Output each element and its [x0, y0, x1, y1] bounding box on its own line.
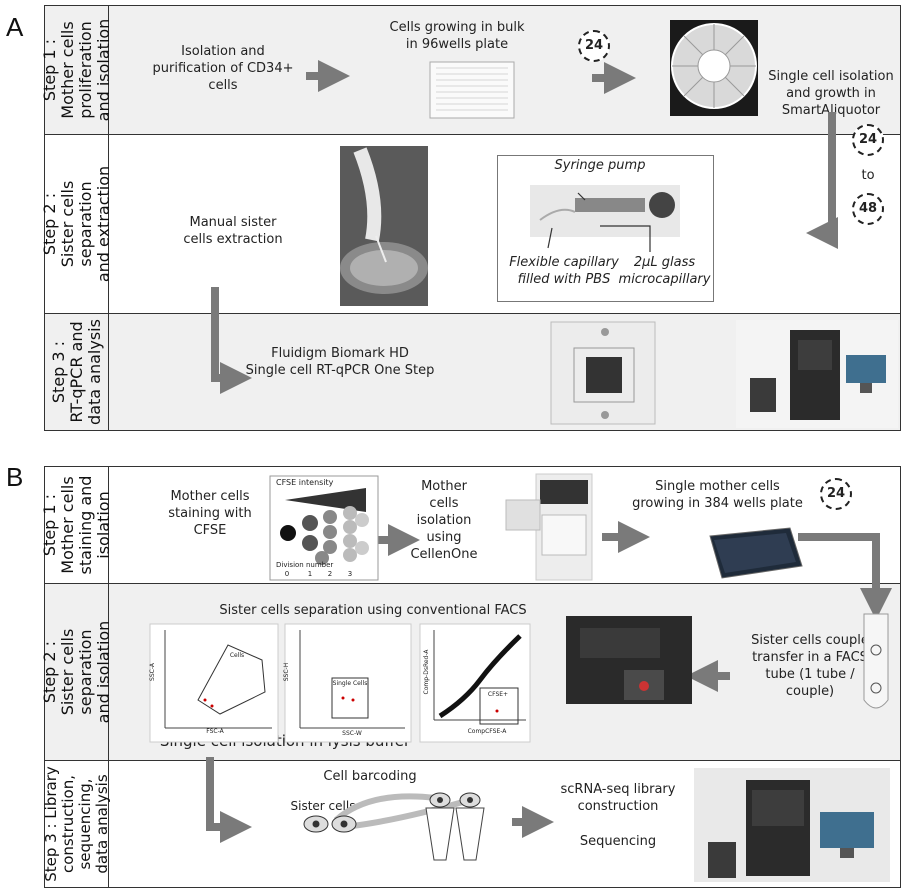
- well-plate-96-image: [429, 61, 515, 119]
- plot3-gate-label: CFSE+: [487, 691, 509, 698]
- plot2-gate-label: Single Cells: [332, 680, 368, 687]
- clock-24h-icon: 24: [852, 124, 884, 156]
- division-tick: 0: [284, 570, 290, 578]
- plot1-xlabel: FSC-A: [206, 728, 224, 735]
- sequencing-text: Sequencing: [579, 834, 657, 849]
- panel-a-step3-label-cell: Step 3 : RT-qPCR and data analysis: [45, 314, 109, 430]
- panel-a-step2-row: Step 2 : Sister cells separation and ext…: [40, 134, 901, 314]
- division-tick: 3: [347, 570, 353, 578]
- arrow-down-right-icon: [206, 757, 252, 843]
- biomark-text: Fluidigm Biomark HD Single cell RT-qPCR …: [245, 346, 435, 378]
- single-mother-text: Single mother cells growing in 384 wells…: [632, 479, 803, 511]
- mother-isolation-text: Mother cells isolation using CellenOne: [410, 479, 478, 562]
- facs-title: Sister cells separation using convention…: [219, 603, 527, 618]
- panel-letter-b: B: [6, 462, 24, 492]
- biomark-machine-image: [736, 320, 898, 428]
- scrna-library-text: scRNA-seq library construction: [560, 782, 676, 814]
- panel-b-step2-label-cell: Step 2 : Sister cells separation and iso…: [40, 584, 113, 760]
- plot3-ylabel: Comp-DsRed-A: [423, 649, 430, 695]
- bulk-growth-text: Cells growing in bulk in 96wells plate: [389, 20, 525, 52]
- to-text: to: [861, 168, 875, 183]
- smartaliquotor-image: [670, 20, 758, 116]
- well-plate-384-image: [709, 527, 803, 579]
- panel-a-step2-label-cell: Step 2 : Sister cells separation and ext…: [40, 135, 113, 313]
- division-number-label: Division number: [276, 561, 334, 569]
- flexible-capillary-label: Flexible capillary filled with PBS: [509, 255, 619, 287]
- isolation-text: Isolation and purification of CD34+ cell…: [152, 44, 294, 93]
- clock-48h-icon: 48: [852, 193, 884, 225]
- cellenone-machine-image: [505, 473, 593, 581]
- facs-plot-single-cells: [284, 623, 412, 743]
- manual-extraction-photo: [340, 146, 428, 306]
- tube-transfer-text: Sister cells couple transfer in a FACS t…: [751, 633, 869, 699]
- plot3-xlabel: CompCFSE-A: [467, 728, 507, 735]
- plot1-ylabel: SSC-A: [149, 663, 156, 681]
- manual-extraction-text: Manual sister cells extraction: [183, 215, 283, 247]
- syringe-pump-image: [530, 185, 680, 252]
- arrow-down-left-icon: [806, 112, 838, 249]
- plot2-ylabel: SSC-H: [283, 662, 290, 682]
- syringe-pump-label: Syringe pump: [554, 158, 646, 173]
- panel-a-step1-label-cell: Step 1 : Mother cells proliferation and …: [40, 6, 113, 134]
- arrow-down-icon: [798, 533, 892, 620]
- clock-24h-icon: 24: [820, 478, 852, 510]
- panel-letter-a: A: [6, 12, 24, 42]
- cell-barcoding-text: Cell barcoding: [323, 769, 417, 784]
- division-tick: 2: [327, 570, 333, 578]
- plot2-xlabel: SSC-W: [342, 730, 362, 737]
- fluidigm-chip-image: [550, 321, 656, 425]
- facs-plot-cells: [149, 623, 279, 743]
- plot1-gate-label: Cells: [229, 652, 245, 659]
- panel-b-step1-label-cell: Step 1 : Mother cells staining and isola…: [40, 467, 113, 583]
- single-cell-isolation-text: Single cell isolation and growth in Smar…: [768, 69, 894, 118]
- cfse-staining-inset: [269, 475, 379, 581]
- staining-text: Mother cells staining with CFSE: [168, 489, 252, 538]
- facs-machine-image: [566, 616, 692, 704]
- sequencer-image: [694, 768, 890, 882]
- cfse-intensity-label: CFSE intensity: [276, 478, 334, 487]
- barcoding-sketch: [303, 792, 485, 861]
- clock-24h-icon: 24: [578, 30, 610, 62]
- glass-microcapillary-label: 2µL glass microcapillary: [618, 255, 711, 287]
- arrow-down-right-icon: [211, 287, 252, 394]
- facs-plot-cfse: [419, 623, 531, 743]
- panel-b-step3-label-cell: Step 3 : Library construction, sequencin…: [42, 761, 111, 887]
- facs-tube-image: [863, 613, 889, 709]
- division-tick: 1: [307, 570, 313, 578]
